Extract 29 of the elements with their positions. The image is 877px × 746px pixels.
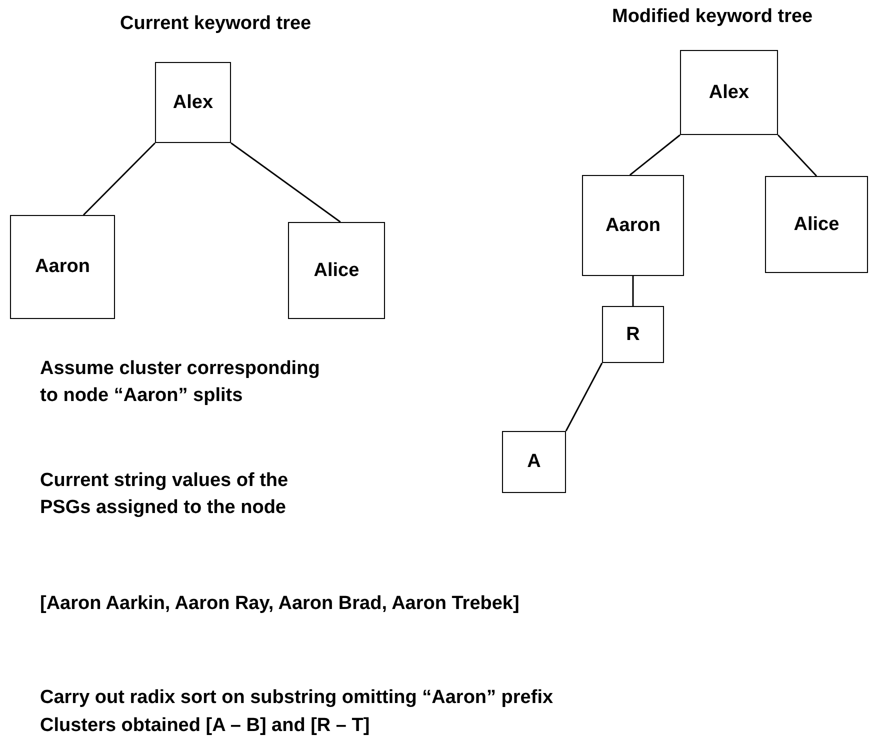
connector-line [777,134,818,177]
connector-line [565,362,603,432]
tree-node-box [765,176,868,273]
tree-node-box [602,306,664,363]
node-label: Aaron [35,256,90,278]
note-text: [Aaron Aarkin, Aaron Ray, Aaron Brad, Aaron Trebek] [40,592,520,616]
tree-node-box [10,215,115,319]
tree-node-box [502,431,566,493]
note-text: Carry out radix sort on substring omitting “Aaron” prefix [40,686,554,710]
node-label: R [626,324,640,346]
note-text: Assume cluster corresponding to node “Aaron” splits [40,357,321,408]
tree-node-box [288,222,385,319]
connector-line [632,276,634,306]
tree-title: Current keyword tree [120,12,312,36]
connector-line [629,134,680,176]
node-label: Alex [172,92,214,114]
connector-line [82,142,156,216]
tree-node-box [155,62,231,143]
tree-node-box [582,175,684,276]
node-label: Alice [794,214,840,236]
connector-line [230,142,341,223]
node-label: A [527,451,541,473]
node-label: Alex [708,82,750,104]
tree-title: Modified keyword tree [612,5,814,29]
note-text: Current string values of the PSGs assigned to the node [40,469,290,520]
tree-node-box [680,50,778,135]
note-text: Clusters obtained [A – B] and [R – T] [40,714,371,738]
node-label: Aaron [606,214,660,236]
node-label: Alice [314,260,360,282]
